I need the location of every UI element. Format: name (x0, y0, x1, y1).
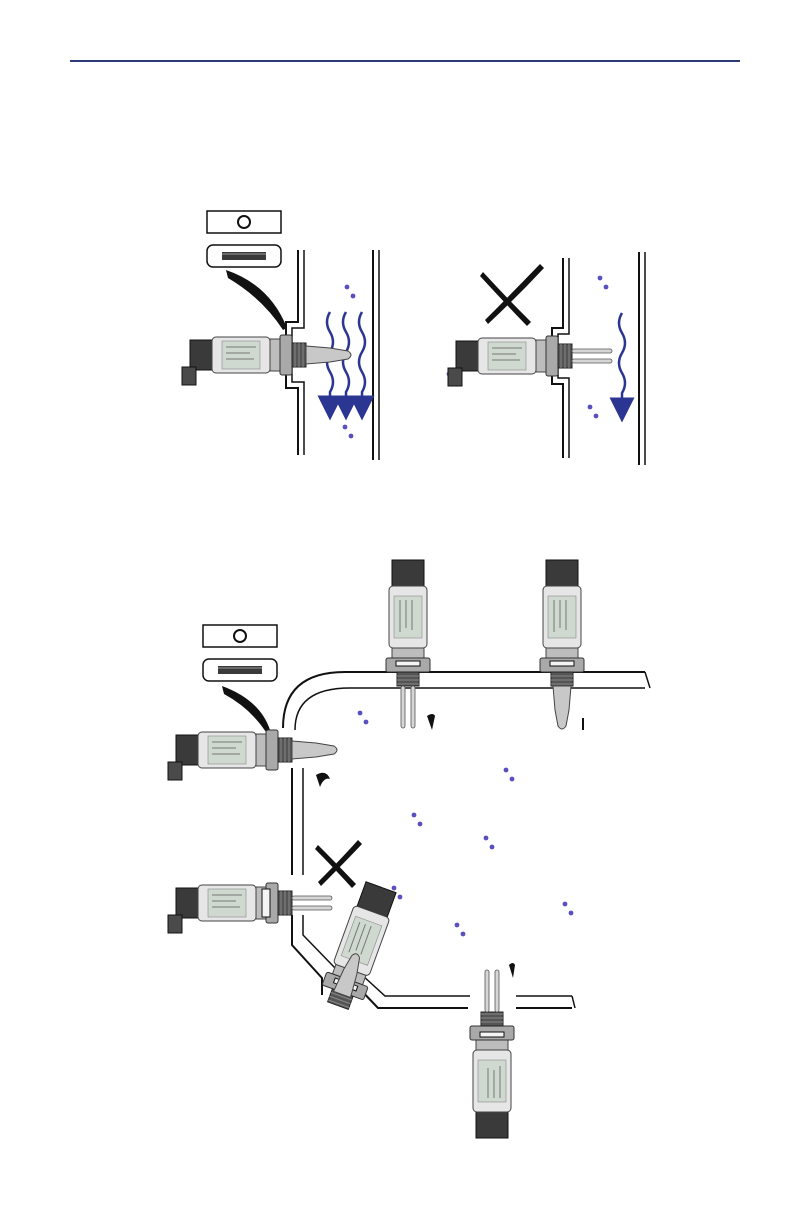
sensor-top-fork (386, 560, 430, 728)
sensor-left-tapered (168, 730, 337, 780)
bracket-mark (316, 773, 330, 787)
correct-installation-panel (182, 250, 379, 460)
sensor-left-fork-incorrect (168, 883, 332, 933)
sensor-correct (182, 335, 351, 385)
figure-bottom (168, 560, 650, 1138)
pointer-wedge-icon (226, 270, 287, 330)
oring-side-view-icon (207, 245, 281, 267)
flow-arrow (619, 313, 625, 410)
bracket-mark (427, 714, 435, 730)
sensor-top-tapered (540, 560, 584, 729)
figure-top (182, 211, 645, 465)
bracket-mark (509, 963, 515, 978)
oring-top-view-icon (207, 211, 281, 233)
sensor-bottom-fork (470, 970, 514, 1138)
wrong-cross-icon (480, 264, 544, 326)
oring-top-view-icon (203, 625, 277, 647)
wrong-cross-icon (315, 840, 362, 888)
sensor-incorrect (448, 336, 612, 386)
pointer-wedge-icon (222, 686, 270, 732)
oring-side-view-icon (203, 659, 277, 681)
incorrect-installation-panel (447, 252, 645, 465)
